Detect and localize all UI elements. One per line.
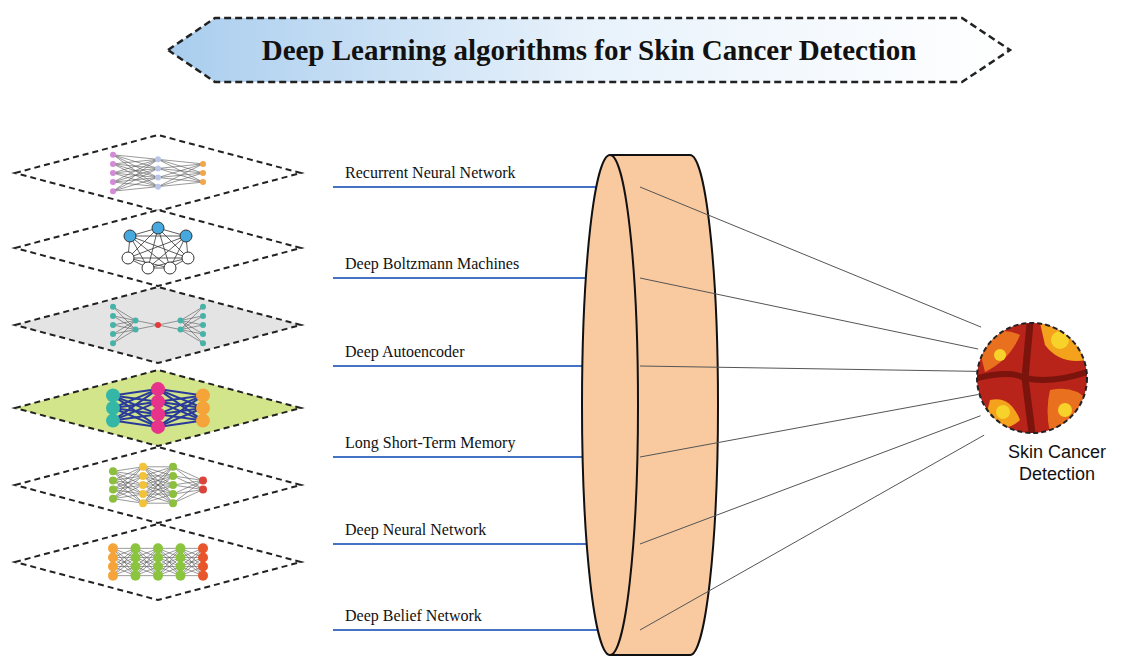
fusion-cylinder [582,155,718,655]
network-icon [122,222,194,274]
title-text: Deep Learning algorithms for Skin Cancer… [262,34,917,67]
title-banner [168,18,1010,82]
algorithm-label: Long Short-Term Memory [343,434,517,452]
algorithm-diamond [15,524,301,600]
detection-node: Skin Cancer Detection [968,318,1116,485]
algorithm-label: Deep Neural Network [343,521,488,539]
algorithm-diamond [15,210,301,286]
network-icon [108,543,208,580]
algorithm-diamond [15,287,301,363]
algorithm-label: Recurrent Neural Network [343,164,518,182]
algorithm-diamond [15,135,301,211]
algorithm-label: Deep Belief Network [343,607,484,625]
algorithm-diamonds [15,135,301,600]
node-label: Skin Cancer Detection [998,442,1116,485]
algorithm-diamond [15,447,301,523]
network-icon [110,304,206,346]
algorithm-label: Deep Boltzmann Machines [343,255,521,273]
algorithm-label: Deep Autoencoder [343,343,467,361]
fan-lines [640,187,984,630]
network-icon [106,382,210,434]
network-icon [109,463,207,507]
network-icon [110,152,206,194]
lesion-icon [977,323,1087,433]
algorithm-diamond [15,370,301,446]
